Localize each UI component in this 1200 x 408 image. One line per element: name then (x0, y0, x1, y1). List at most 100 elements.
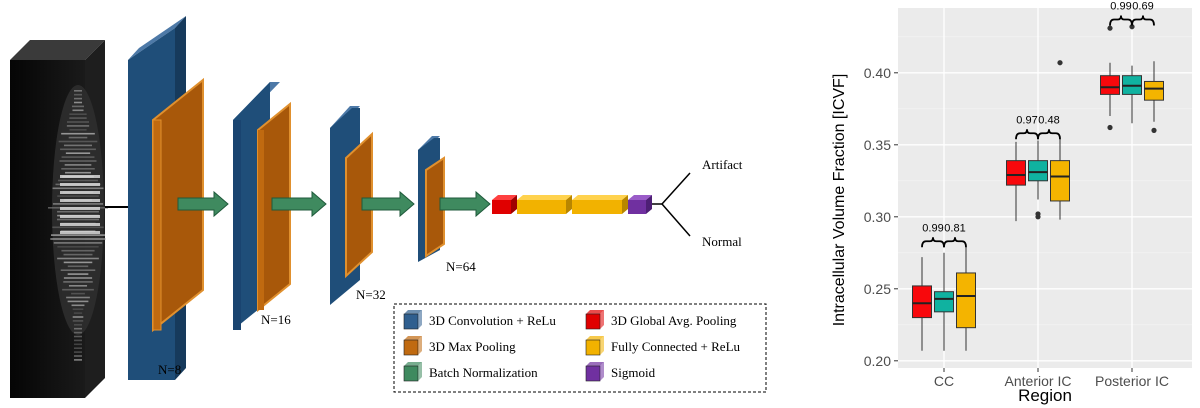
mri-stripe (53, 242, 103, 244)
legend: 3D Convolution + ReLu 3D Global Avg. Pool… (393, 303, 767, 393)
batch-norm-arrow (271, 190, 327, 218)
mri-stripe (57, 257, 99, 260)
output-branches (652, 172, 691, 237)
mri-stripe (63, 277, 93, 279)
pool-block-4 (425, 156, 445, 258)
mri-artifact-line (60, 215, 100, 218)
legend-swatch-side (418, 310, 422, 329)
mri-stripe (65, 152, 91, 154)
p-value-label: 0.99 (922, 222, 943, 234)
mri-stripe (61, 132, 95, 135)
mri-stripe (72, 308, 84, 310)
box-body (1028, 160, 1048, 182)
significance-bracket (921, 237, 945, 248)
legend-label: 3D Convolution + ReLu (429, 313, 556, 328)
legend-swatch-top (586, 362, 604, 366)
x-tick-label: Posterior IC (1095, 373, 1169, 389)
significance-bracket (1015, 129, 1039, 140)
mri-stripe (74, 343, 82, 346)
legend-swatch-side (418, 336, 422, 355)
box-body (956, 272, 976, 329)
box-body (1100, 75, 1120, 95)
box-series (912, 24, 1164, 351)
x-tick-label: CC (934, 373, 954, 389)
legend-swatch-side (600, 310, 604, 329)
mri-stripe (72, 109, 84, 112)
box-outlier (1107, 25, 1113, 31)
mri-stripe (72, 320, 84, 322)
mri-stripe (57, 246, 99, 248)
legend-label: 3D Global Avg. Pooling (611, 313, 737, 328)
mri-stripe (74, 331, 82, 334)
global-avg-pool-block (492, 195, 517, 214)
mri-stripe (66, 296, 90, 299)
mri-stripe (58, 179, 98, 182)
box-outlier (1035, 211, 1041, 217)
mri-stripe (52, 203, 104, 205)
box-outlier (1107, 124, 1113, 131)
box-body (1006, 160, 1026, 186)
mri-stripe (57, 210, 99, 213)
box-body (912, 285, 932, 319)
mri-stripe (67, 265, 89, 268)
mri-stripe (74, 339, 82, 342)
significance-bracket (943, 237, 967, 248)
legend-swatch-top (404, 336, 422, 340)
mri-stripe (63, 281, 93, 283)
mri-stripe (59, 160, 97, 162)
mri-stripe (74, 324, 82, 326)
legend-swatch (585, 339, 601, 356)
mri-stripe (61, 156, 95, 158)
mri-stripe (61, 249, 95, 252)
box-outlier (1129, 24, 1135, 30)
y-tick-label: 0.30 (864, 209, 891, 225)
legend-label: Fully Connected + ReLu (611, 339, 741, 354)
p-value-label: 0.69 (1132, 1, 1153, 13)
mri-stripe (69, 113, 87, 115)
mri-stripe (52, 187, 104, 190)
legend-label: 3D Max Pooling (429, 339, 516, 354)
legend-label: Batch Normalization (429, 365, 538, 380)
legend-swatch-top (404, 362, 422, 366)
legend-swatch-top (586, 336, 604, 340)
batch-norm-arrow (361, 190, 415, 218)
mri-stripe (62, 288, 94, 291)
mri-stripe (66, 125, 90, 127)
y-axis-title: Intracellular Volume Fraction [ICVF] (831, 74, 848, 327)
layer-label-n8: N=8 (158, 362, 181, 377)
mri-stripe (51, 234, 105, 236)
mri-stripe (64, 164, 92, 166)
legend-swatch-side (600, 336, 604, 355)
mri-stripe (71, 105, 85, 108)
y-tick-label: 0.20 (864, 353, 891, 369)
output-label-artifact: Artifact (702, 157, 743, 172)
mri-stripe (73, 312, 83, 314)
legend-swatch (403, 339, 419, 356)
batch-norm-arrow (439, 190, 491, 218)
mri-artifact-line (60, 183, 100, 186)
legend-swatch (585, 365, 601, 382)
legend-swatch-side (600, 362, 604, 381)
mri-stripe (61, 168, 95, 170)
batch-norm-arrow (177, 190, 229, 218)
mri-artifact-line (60, 223, 100, 226)
input-mri-volume (10, 40, 108, 398)
mri-stripe (69, 117, 87, 119)
mri-stripe (74, 90, 82, 92)
mri-artifact-line (60, 207, 100, 210)
mri-stripe (72, 316, 84, 318)
legend-swatch-top (586, 310, 604, 314)
mri-stripe (68, 285, 88, 287)
mri-stripe (67, 121, 89, 123)
layer-label-n32: N=32 (356, 287, 386, 302)
y-tick-label: 0.35 (864, 137, 891, 153)
box-body (1144, 80, 1164, 101)
significance-bracket (1109, 15, 1133, 26)
box-body (934, 291, 954, 313)
mri-artifact-line (60, 175, 100, 178)
mri-artifact-line (60, 191, 100, 194)
mri-stripe (58, 140, 98, 143)
